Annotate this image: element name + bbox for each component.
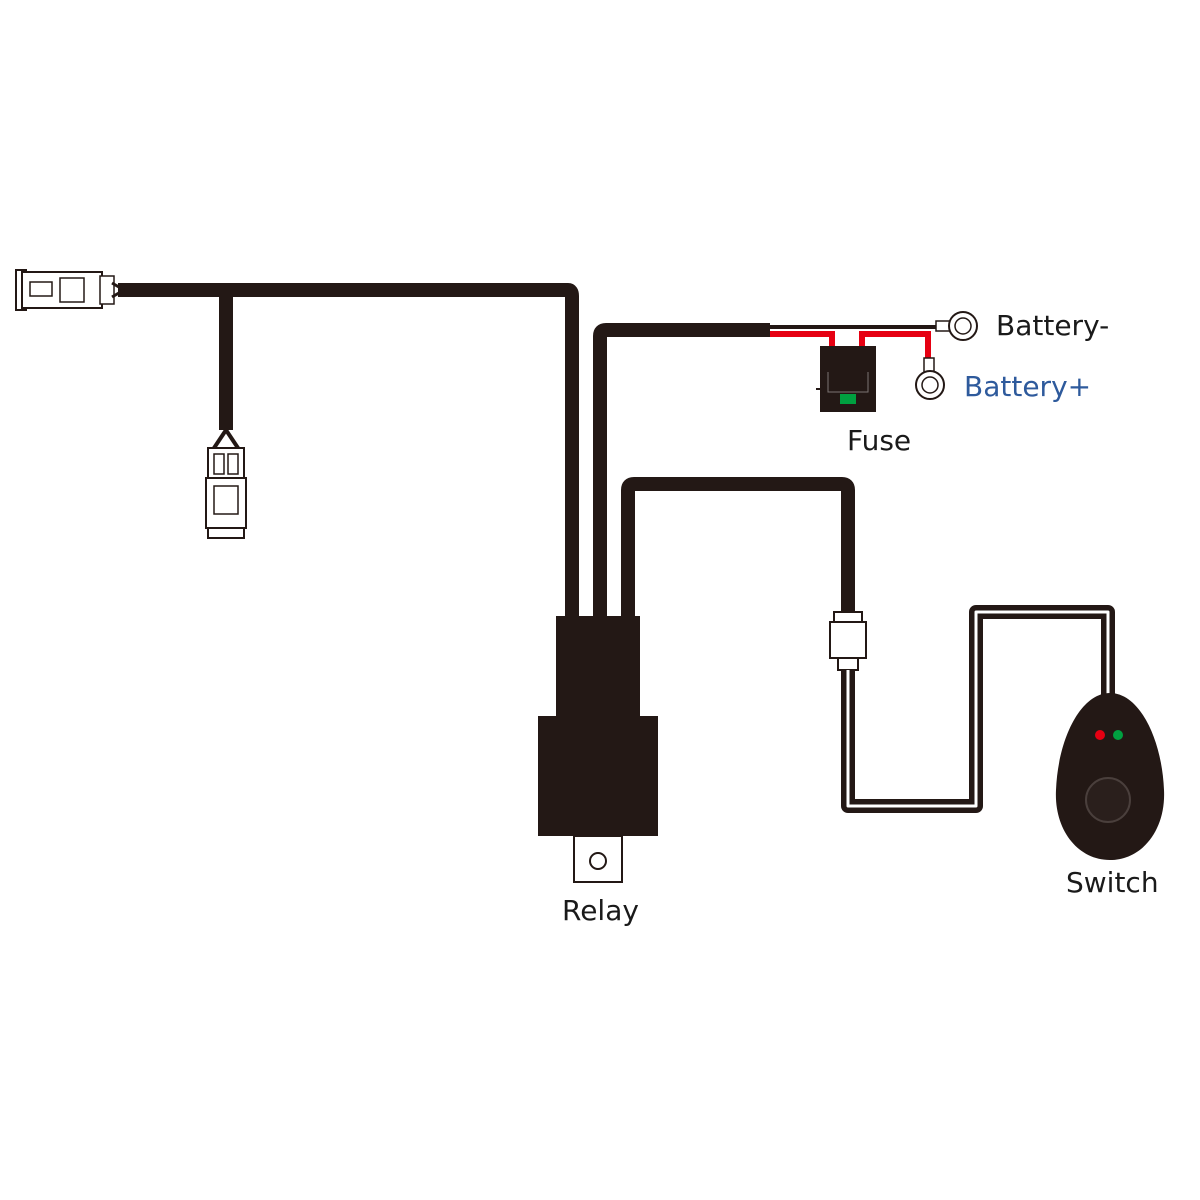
battery-negative-terminal-icon <box>948 311 978 341</box>
battery-wire <box>593 323 770 620</box>
red-led-icon <box>1095 730 1105 740</box>
switch-label: Switch <box>1066 866 1159 899</box>
battery-negative-wire <box>770 320 951 332</box>
battery-negative-label: Battery- <box>996 309 1109 342</box>
green-led-icon <box>1113 730 1123 740</box>
switch-wires <box>841 605 1115 813</box>
relay-label: Relay <box>562 894 639 927</box>
switch-feed-wire <box>621 477 855 620</box>
harness-wires <box>118 283 855 620</box>
battery-positive-terminal-icon <box>915 357 945 400</box>
main-wire <box>118 283 579 620</box>
switch-button-icon <box>1085 777 1131 823</box>
lower-connector <box>205 428 247 539</box>
fuse-holder-icon <box>816 346 876 412</box>
positive-wires <box>770 331 931 360</box>
left-connector <box>15 269 125 311</box>
fuse-label: Fuse <box>847 424 911 457</box>
inline-connector-icon <box>829 611 867 671</box>
relay-icon <box>538 616 658 883</box>
battery-positive-label: Battery+ <box>964 370 1091 403</box>
rocker-switch-icon <box>1055 693 1165 860</box>
